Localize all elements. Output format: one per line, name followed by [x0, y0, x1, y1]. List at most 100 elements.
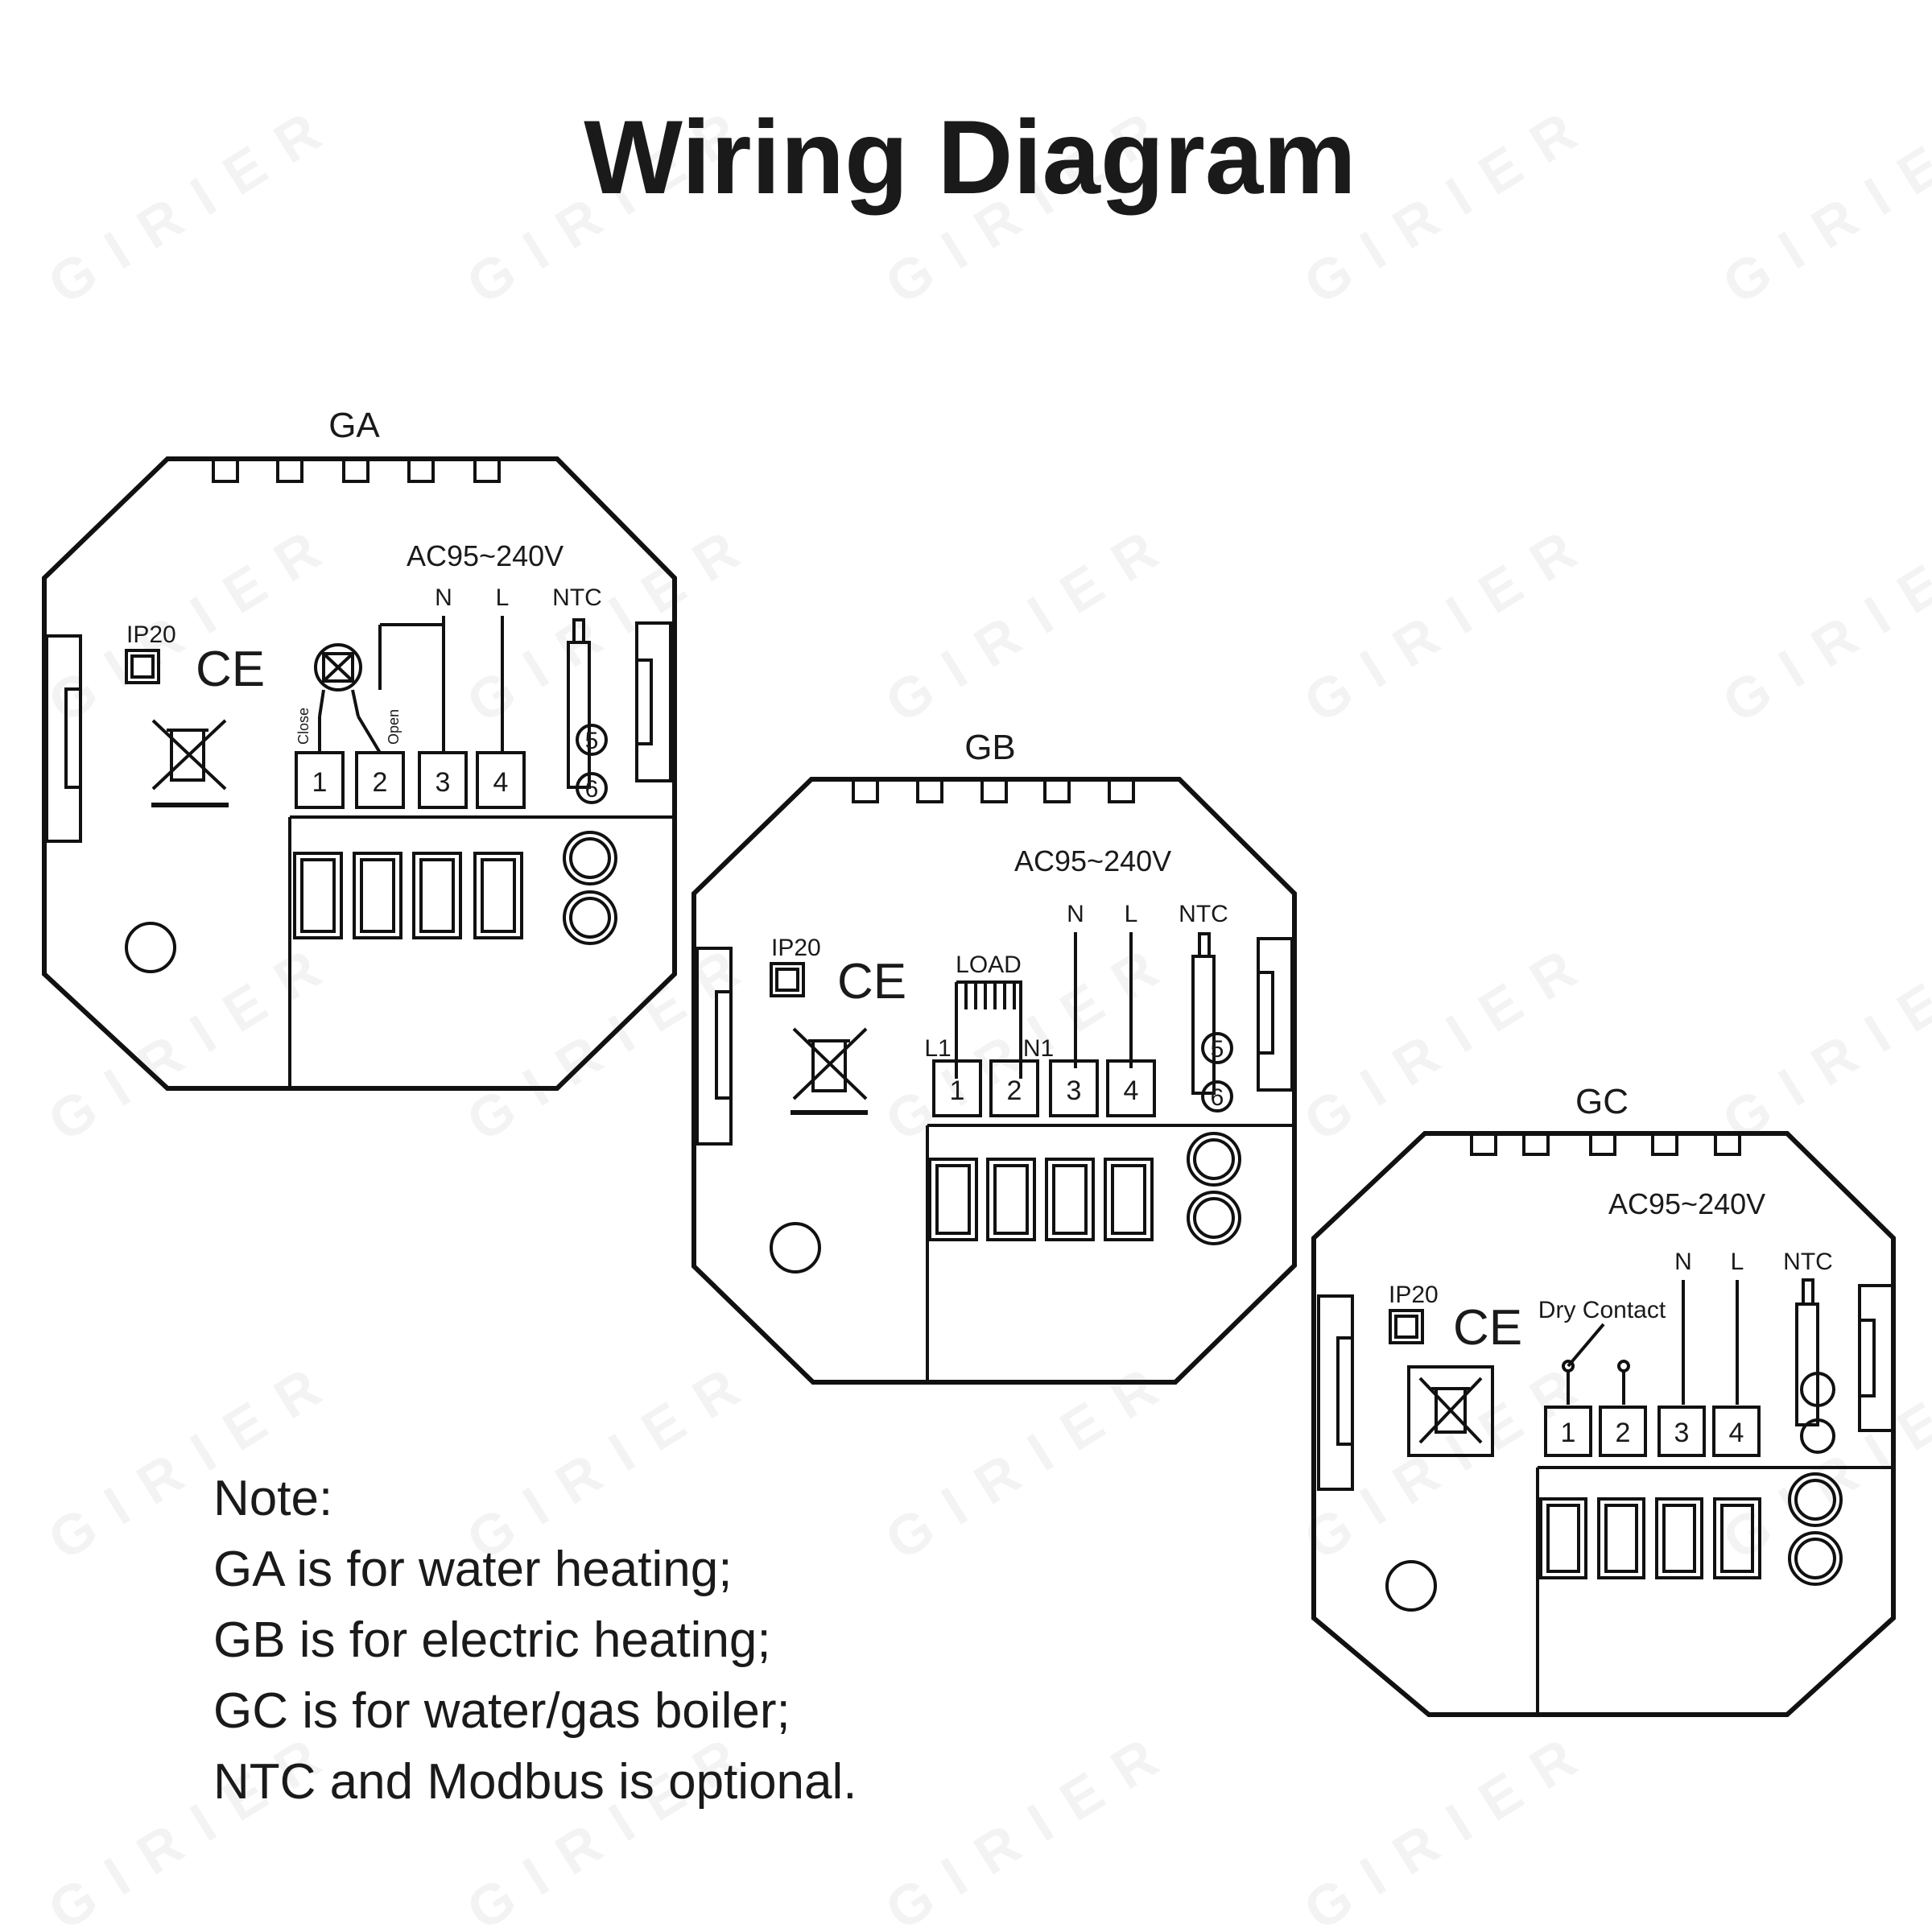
terminal-label: 4	[1729, 1418, 1744, 1448]
watermark: GIRIER	[456, 926, 769, 1154]
side-clip-right	[1257, 937, 1294, 1092]
module-gc: GC AC95~240V N L NTC IP20 CE Dry Contact	[1311, 1082, 1896, 1717]
ip-box-icon	[770, 962, 805, 997]
terminal-label: 4	[1124, 1075, 1139, 1106]
wire-label-ntc: NTC	[1783, 1249, 1833, 1275]
ce-mark: CE	[196, 642, 265, 697]
terminal-6	[1201, 1080, 1233, 1113]
terminal-label: 2	[1007, 1075, 1022, 1106]
watermark: GIRIER	[875, 1344, 1187, 1572]
ip-box-icon	[1389, 1309, 1424, 1344]
terminal-5	[576, 724, 608, 756]
load-label: LOAD	[956, 952, 1022, 978]
mounting-hole	[770, 1222, 821, 1274]
ntc-terminal-label: 6	[1211, 1084, 1224, 1111]
terminal-label: 3	[1674, 1418, 1690, 1448]
mounting-hole	[1385, 1560, 1437, 1612]
watermark: GIRIER	[38, 1715, 350, 1932]
note-heading: Note:	[213, 1471, 332, 1526]
module-label: GA	[328, 406, 380, 445]
note-line: GA is for water heating;	[213, 1542, 732, 1597]
load-label-open: Open	[386, 709, 402, 745]
watermark: GIRIER	[456, 1344, 769, 1572]
ce-mark: CE	[837, 954, 906, 1009]
note-block: Note: GA is for water heating; GB is for…	[213, 1471, 857, 1810]
terminal-label: 4	[493, 767, 509, 798]
watermark: GIRIER	[38, 1344, 350, 1572]
voltage-label: AC95~240V	[1014, 844, 1171, 877]
wire-label-ntc: NTC	[552, 584, 602, 611]
wire-label-n: N	[435, 584, 452, 611]
load-label-n1: N1	[1023, 1035, 1054, 1062]
ip-rating: IP20	[1389, 1282, 1439, 1308]
watermark: GIRIER	[38, 89, 350, 316]
terminal-label: 2	[373, 767, 388, 798]
terminal-block	[295, 751, 526, 809]
ntc-terminal-label: 6	[585, 776, 599, 803]
module-gb: GB AC95~240V N L NTC IP20 CE LOAD L1	[691, 728, 1297, 1385]
terminal-label: 1	[312, 767, 328, 798]
note-line: GB is for electric heating;	[213, 1612, 771, 1668]
connector-block	[926, 1124, 1294, 1382]
ntc-terminal-label: 5	[585, 728, 599, 754]
ip-box-icon	[125, 649, 160, 684]
voltage-label: AC95~240V	[407, 539, 564, 572]
module-label: GC	[1575, 1082, 1629, 1121]
watermark: GIRIER	[875, 1715, 1187, 1932]
heating-element-icon	[955, 932, 1133, 1079]
wire-label-n: N	[1067, 901, 1084, 927]
module-ga: GA AC95~240V N L NTC IP20 CE	[42, 406, 677, 1091]
ce-mark: CE	[1453, 1300, 1522, 1356]
watermark: GIRIER	[1294, 926, 1606, 1154]
note-line: GC is for water/gas boiler;	[213, 1683, 791, 1739]
watermark: GIRIER	[38, 926, 350, 1154]
load-label-close: Close	[295, 708, 312, 745]
module-outline	[1311, 1131, 1896, 1717]
terminal-label: 3	[436, 767, 451, 798]
terminal-label: 1	[950, 1075, 965, 1106]
weee-bin-icon	[151, 719, 229, 807]
module-outline	[691, 777, 1297, 1385]
wire-label-l: L	[1125, 901, 1138, 927]
ip-rating: IP20	[126, 621, 176, 648]
top-tabs	[212, 457, 501, 483]
load-label-l1: L1	[924, 1035, 951, 1062]
module-label: GB	[964, 728, 1016, 767]
weee-bin-icon	[1407, 1365, 1494, 1457]
side-clip-left	[45, 634, 82, 843]
page-title: Wiring Diagram	[584, 98, 1356, 216]
module-outline	[42, 456, 677, 1091]
top-tabs	[852, 778, 1135, 803]
top-tabs	[1470, 1132, 1741, 1156]
connector-block	[1536, 1466, 1893, 1715]
terminal-label: 3	[1067, 1075, 1082, 1106]
wire-label-n: N	[1674, 1249, 1692, 1275]
load-label-dry-contact: Dry Contact	[1538, 1297, 1666, 1323]
terminal-block	[1544, 1406, 1761, 1457]
ip-rating: IP20	[771, 935, 821, 961]
terminal-label: 1	[1561, 1418, 1576, 1448]
wire-label-l: L	[496, 584, 510, 611]
note-line: NTC and Modbus is optional.	[213, 1754, 857, 1810]
wire-label-ntc: NTC	[1179, 901, 1228, 927]
side-clip-right	[1858, 1284, 1895, 1432]
watermark: GIRIER	[1712, 89, 1932, 316]
connector-block	[288, 815, 675, 1088]
weee-bin-icon	[791, 1027, 868, 1115]
terminal-6	[576, 772, 608, 804]
voltage-label: AC95~240V	[1608, 1187, 1765, 1220]
dry-contact-icon	[1562, 1280, 1739, 1405]
terminal-label: 2	[1616, 1418, 1631, 1448]
watermark: GIRIER	[456, 1715, 769, 1932]
wire-label-l: L	[1731, 1249, 1744, 1275]
ntc-terminal-label: 5	[1211, 1036, 1224, 1063]
ntc-probe-icon	[1191, 932, 1216, 1095]
side-clip-left	[1317, 1294, 1354, 1491]
motor-valve-icon	[314, 616, 504, 754]
side-clip-right	[635, 621, 672, 782]
watermark: GIRIER	[1294, 1344, 1606, 1572]
terminal-5	[1201, 1032, 1233, 1064]
watermark: GIRIER	[875, 507, 1187, 735]
watermark: GIRIER	[1294, 507, 1606, 735]
